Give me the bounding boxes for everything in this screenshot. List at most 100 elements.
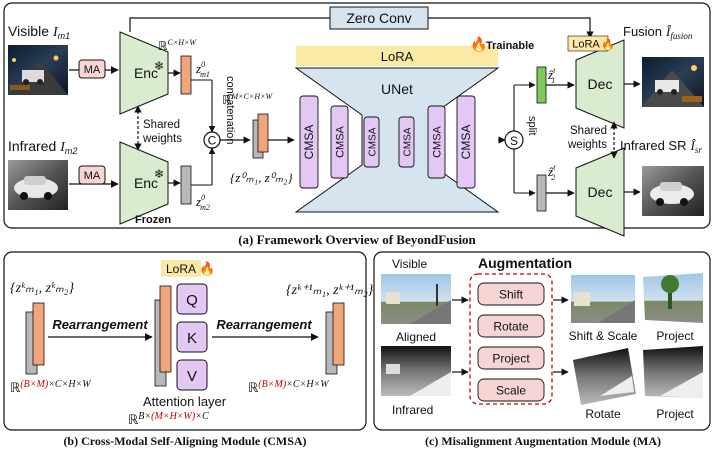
feature-z1 [180, 55, 192, 95]
encoder-visible-label: Enc [134, 65, 158, 81]
zk-in-label: {zᵏₘ₁, zᵏₘ₂} [10, 281, 75, 296]
ma-box-1 [78, 59, 106, 79]
frozen-snowflake-icon-2: ❄ [154, 167, 164, 181]
project-bottom-label: Project [656, 407, 694, 421]
decoder-sr [575, 147, 625, 237]
feature-z2 [180, 165, 192, 205]
ma-box-2 [78, 165, 106, 185]
cmsa-label-3: CMSA [368, 127, 379, 156]
panel-b: {zᵏₘ₁, zᵏₘ₂} Rearrangement LoRA 🔥 Q K V … [3, 251, 374, 431]
lora-bar-label: LoRA [381, 49, 414, 64]
rotate-label: Rotate [585, 407, 621, 421]
decoder-fusion-label: Dec [588, 76, 613, 92]
visible-label-c: Visible [392, 257, 427, 271]
ma-label-1: MA [84, 64, 101, 76]
shift-scale-label: Shift & Scale [569, 329, 638, 343]
concatenation-label: concatenation [224, 76, 236, 145]
op-rotate [477, 314, 545, 338]
fusion-output-image [642, 57, 704, 107]
project-top-label: Project [656, 329, 694, 343]
space-chw: ℝC×H×W [158, 38, 197, 53]
infrared-image [8, 160, 68, 210]
rotate-image [573, 348, 636, 405]
augmentation-box [469, 273, 553, 405]
key-label: K [187, 330, 197, 347]
op-scale-label: Scale [496, 384, 526, 398]
space-mchw: ℝM×C×H×W [222, 92, 273, 107]
rearrangement-label-1: Rearrangement [52, 317, 148, 332]
latent-sr [536, 174, 547, 212]
cmsa-label-4: CMSA [403, 127, 414, 156]
space-mid-label: ℝB×(M×H×W)×C [128, 411, 209, 427]
concat-node-label: C [208, 134, 217, 148]
attention-layer-label: Attention layer [143, 394, 227, 409]
cmsa-label-6: CMSA [459, 125, 473, 160]
unet-label: UNet [381, 81, 413, 97]
cmsa-block-5 [427, 105, 446, 179]
query-box [176, 283, 208, 315]
caption-c: (c) Misalignment Augmentation Module (MA… [425, 434, 661, 448]
cmsa-lora-fire-icon: 🔥 [199, 261, 215, 276]
op-scale [477, 378, 545, 402]
decoder-sr-label: Dec [588, 184, 613, 200]
cmsa-long-orange [159, 285, 172, 373]
ma-label-2: MA [84, 170, 101, 182]
cmsa-label-1: CMSA [302, 125, 316, 160]
cmsa-block-1 [299, 95, 319, 189]
trainable-label: Trainable [486, 40, 534, 52]
cmsa-label-5: CMSA [432, 125, 444, 157]
cmsa-blocks: CMSA CMSA CMSA CMSA CMSA CMSA [299, 95, 476, 189]
cmsa-block-4 [398, 116, 415, 168]
shift-scale-image [571, 275, 635, 323]
cmsa-output-orange [332, 302, 345, 366]
op-rotate-label: Rotate [493, 320, 529, 334]
space-in-label: ℝ(B×M)×C×H×W [10, 379, 92, 395]
frozen-label: Frozen [135, 214, 171, 226]
value-box [176, 359, 208, 391]
frozen-snowflake-icon-1: ❄ [154, 59, 164, 73]
encoder-visible [119, 31, 169, 115]
shared-weights-enc-1: Shared [143, 119, 180, 131]
query-label: Q [186, 292, 198, 309]
cmsa-block-3 [363, 116, 380, 168]
value-label: V [187, 368, 197, 385]
latent-fusion [536, 66, 547, 104]
encoder-infrared-label: Enc [134, 175, 158, 191]
rearrangement-label-2: Rearrangement [216, 317, 312, 332]
cmsa-block-6 [456, 95, 476, 189]
space-out-label: ℝ(B×M)×C×H×W [248, 379, 330, 395]
lora-small-box [567, 35, 609, 52]
trainable-fire-icon: 🔥 [470, 36, 487, 53]
project-bottom-image [643, 346, 703, 398]
z-set-label: {z⁰ₘ₁, z⁰ₘ₂} [230, 170, 293, 185]
split-label: split [526, 116, 538, 136]
panel-a-frame [3, 2, 711, 229]
panel-c: Visible Aligned Infrared Augmentation Sh… [373, 251, 711, 431]
lora-small-label: LoRA [572, 39, 600, 51]
zero-conv-label: Zero Conv [346, 10, 411, 26]
aligned-infrared-image [381, 346, 451, 396]
shared-weights-dec-2: weights [567, 139, 607, 151]
shared-weights-enc-2: weights [142, 133, 182, 145]
cmsa-lora-label: LoRA [166, 262, 196, 276]
aligned-label: Aligned [396, 330, 436, 344]
lora-small-fire-icon: 🔥 [601, 38, 615, 51]
lora-bar [296, 46, 498, 66]
zk-out-label: {zᵏ⁺¹ₘ₁, zᵏ⁺¹ₘ₂} [286, 283, 374, 298]
infrared-label-c: Infrared [392, 403, 433, 417]
shared-weights-dec-1: Shared [570, 125, 607, 137]
cmsa-block-2 [330, 105, 349, 179]
op-project-label: Project [492, 352, 530, 366]
caption-a: (a) Framework Overview of BeyondFusion [238, 232, 476, 247]
split-node-label: S [510, 134, 518, 148]
op-shift-label: Shift [499, 288, 524, 302]
encoder-infrared [119, 141, 169, 225]
